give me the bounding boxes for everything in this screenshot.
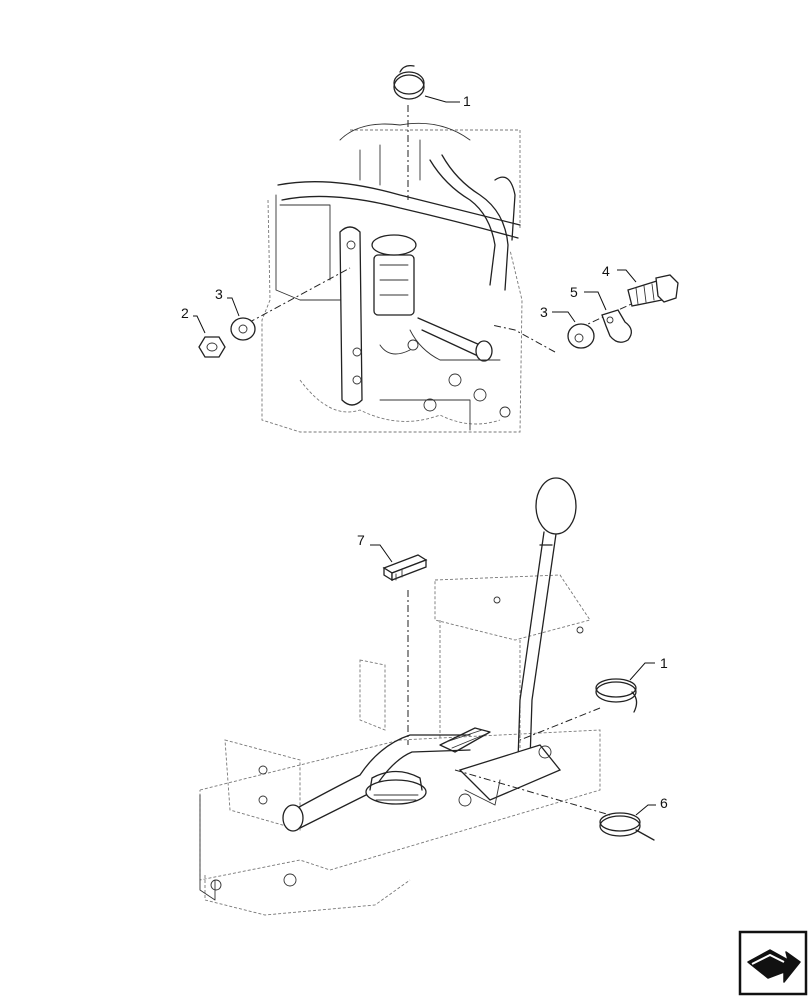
callout-top-3a: 3 <box>215 286 240 317</box>
part-nut <box>198 336 226 358</box>
callout-top-4: 4 <box>602 263 637 283</box>
part-washer-left <box>230 317 256 341</box>
part-hose-clamp-bottom <box>595 678 638 713</box>
next-page-arrow-icon[interactable] <box>738 930 808 996</box>
svg-text:3: 3 <box>215 286 223 302</box>
part-grip <box>382 554 428 582</box>
top-assembly <box>234 105 641 433</box>
svg-text:7: 7 <box>357 532 365 548</box>
svg-text:3: 3 <box>540 304 548 320</box>
part-washer-right <box>567 323 595 349</box>
callout-top-5: 5 <box>570 284 607 311</box>
svg-text:1: 1 <box>463 93 471 109</box>
part-bolt <box>627 274 679 307</box>
part-p-clip <box>601 309 632 343</box>
svg-text:5: 5 <box>570 284 578 300</box>
svg-text:1: 1 <box>660 655 668 671</box>
part-hose-clamp-top <box>393 64 425 100</box>
callout-bottom-1: 1 <box>629 655 668 681</box>
svg-text:2: 2 <box>181 305 189 321</box>
part-hose-clamp-6 <box>599 812 655 841</box>
svg-text:6: 6 <box>660 795 668 811</box>
callout-bottom-7: 7 <box>357 532 393 563</box>
svg-text:4: 4 <box>602 263 610 279</box>
callout-top-2: 2 <box>181 305 206 334</box>
bottom-assembly <box>199 477 611 916</box>
callout-top-1: 1 <box>424 93 471 109</box>
callout-top-3b: 3 <box>540 304 576 323</box>
callout-bottom-6: 6 <box>635 795 668 816</box>
